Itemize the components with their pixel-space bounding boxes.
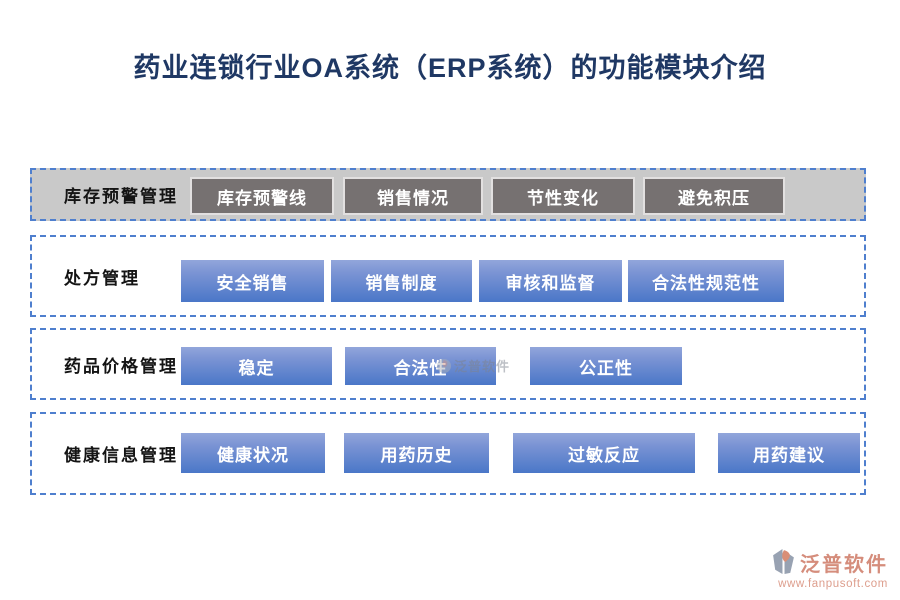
module-row-3: 药品价格管理稳定合法性公正性: [30, 328, 866, 400]
module-button[interactable]: 稳定: [181, 347, 332, 385]
module-button[interactable]: 安全销售: [181, 260, 324, 302]
module-button[interactable]: 过敏反应: [513, 433, 695, 473]
module-button[interactable]: 合法性规范性: [628, 260, 784, 302]
vendor-name: 泛普软件: [800, 554, 888, 576]
module-row-2: 处方管理 安全销售销售制度审核和监督合法性规范性: [30, 235, 866, 317]
module-button[interactable]: 销售制度: [331, 260, 472, 302]
module-button[interactable]: 避免积压: [643, 177, 785, 215]
module-row-label: 药品价格管理: [64, 356, 178, 376]
module-button[interactable]: 公正性: [530, 347, 682, 385]
module-button[interactable]: 合法性: [345, 347, 496, 385]
module-button[interactable]: 审核和监督: [479, 260, 622, 302]
module-row-4: 健康信息管理健康状况用药历史过敏反应用药建议: [30, 412, 866, 495]
vendor-url: www.fanpusoft.com: [778, 578, 888, 590]
module-row-label: 处方管理: [64, 268, 140, 288]
module-button[interactable]: 节性变化: [491, 177, 635, 215]
fanpu-logo-icon: [773, 549, 794, 574]
module-button[interactable]: 健康状况: [181, 433, 325, 473]
module-row-label: 健康信息管理: [64, 446, 178, 465]
page-title: 药业连锁行业OA系统（ERP系统）的功能模块介绍: [133, 53, 767, 83]
module-button[interactable]: 用药历史: [344, 433, 489, 473]
module-button[interactable]: 库存预警线: [190, 177, 334, 215]
module-row-label: 库存预警管理: [64, 187, 178, 206]
module-button[interactable]: 销售情况: [343, 177, 483, 215]
module-row-1: 库存预警管理库存预警线销售情况节性变化避免积压: [30, 168, 866, 221]
module-button[interactable]: 用药建议: [718, 433, 860, 473]
vendor-logo: 泛普软件 www.fanpusoft.com: [771, 548, 888, 590]
